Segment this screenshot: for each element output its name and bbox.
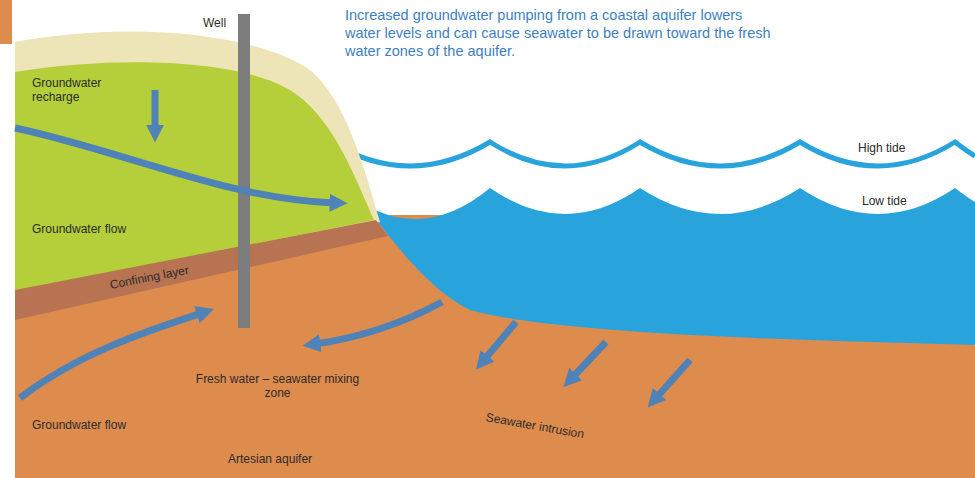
high-tide-line bbox=[330, 142, 975, 166]
heading-note: Increased groundwater pumping from a coa… bbox=[345, 6, 775, 60]
flow-arrows bbox=[15, 90, 690, 398]
sea-low-tide bbox=[365, 188, 975, 345]
corner-strip bbox=[0, 0, 12, 44]
intrusion-arrow bbox=[315, 302, 442, 344]
seepage-arrow bbox=[656, 360, 690, 398]
seepage-arrow bbox=[484, 322, 516, 360]
recharge-arrow bbox=[152, 90, 159, 130]
well-label: Well bbox=[203, 16, 243, 30]
layer-label: Artesian aquifer bbox=[228, 452, 358, 466]
zone-label: Fresh water – seawater mixing zone bbox=[190, 372, 365, 401]
layer-label: Groundwater flow bbox=[32, 418, 162, 432]
groundwater-flow-arrow bbox=[15, 128, 335, 203]
tide-label: High tide bbox=[858, 141, 938, 155]
well-pipe bbox=[238, 14, 250, 328]
layer-label: Groundwater flow bbox=[32, 222, 162, 236]
confining-layer bbox=[15, 220, 388, 320]
recharge-label: Groundwater recharge bbox=[32, 76, 132, 105]
surface-soil bbox=[15, 31, 380, 292]
tide-label: Low tide bbox=[862, 194, 942, 208]
seepage-arrow bbox=[572, 342, 606, 378]
artesian-flow-arrow bbox=[20, 313, 202, 398]
